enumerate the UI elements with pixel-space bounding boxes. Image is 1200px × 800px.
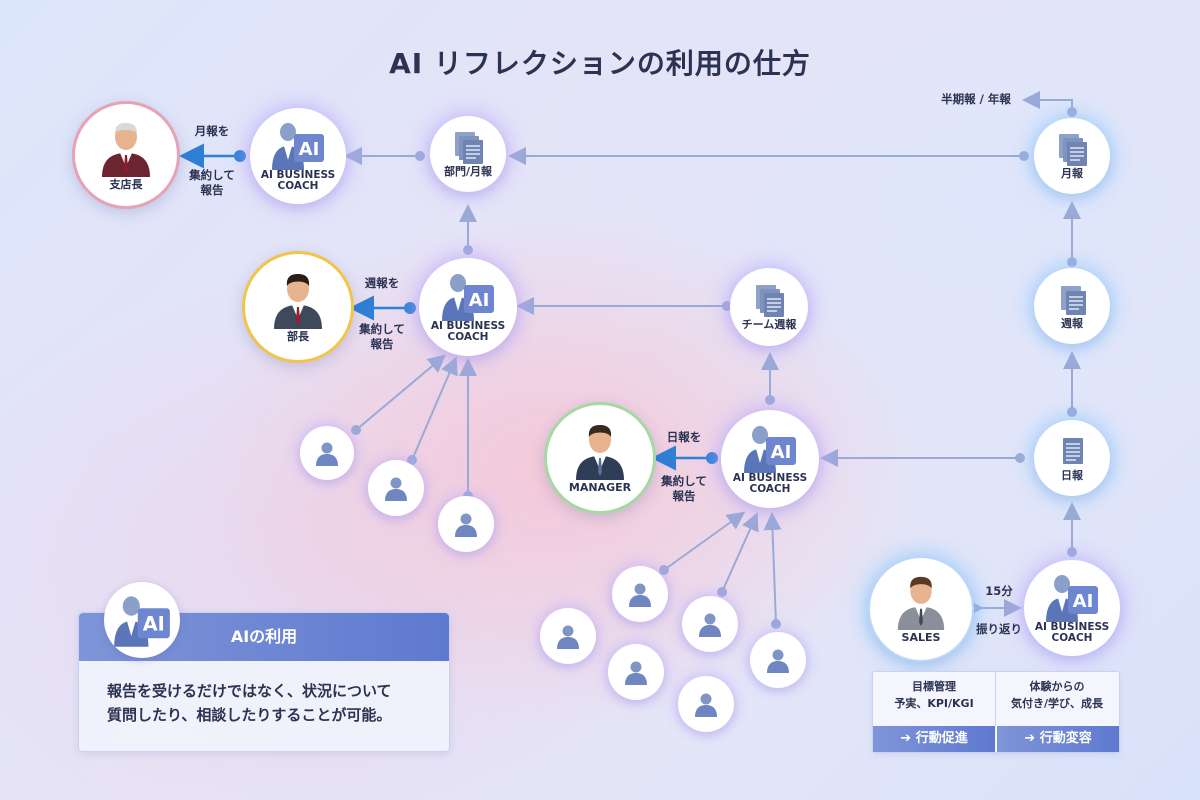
ai-usage-description: 報告を受けるだけではなく、状況について 質問したり、相談したりすることが可能。 [107,682,392,724]
behavior-change-label: ➔ 行動変容 [997,726,1119,752]
link-user-c-to-coach3 [721,512,759,593]
sales-outcome-box: 目標管理 予実、KPI/KGI 体験からの 気付き/学び、成長 ➔ 行動促進 ➔… [872,671,1120,753]
department-head-avatar-icon [274,274,322,329]
ai-badge-text: AI [143,613,165,636]
link-user-b-to-coach3 [663,511,746,571]
reflection-label: 振り返り [976,622,1022,636]
member-node [540,608,596,664]
ai-coach-icon: AI [442,274,494,321]
documents-stack-icon [756,285,784,317]
page-title: AI リフレクションの利用の仕方 [389,47,811,80]
member-node [750,632,806,688]
ai-coach-node-3: AI AI BUSINESS COACH [721,410,819,508]
monthly-aggregate-annotation: 月報を [194,124,230,138]
manager-node: MANAGER [544,402,656,514]
link-monthly-to-halfyear [1022,91,1073,112]
user-icon [767,649,789,673]
branch-manager-node: 支店長 [72,101,180,209]
user-icon [316,442,338,466]
weekly-aggregate-annotation: 週報を [364,276,400,290]
daily-label: 日報 [1061,469,1083,482]
document-icon [1063,438,1083,464]
ai-coach-label-line2: COACH [447,331,489,343]
branch-manager-avatar-icon [102,123,150,177]
user-icon [385,477,407,501]
daily-aggregate-annotation-2: 集約して 報告 [661,474,707,503]
action-promotion-label: ➔ 行動促進 [873,726,995,752]
link-user2-to-coach2 [411,356,458,461]
documents-stack-icon [455,132,483,164]
link-user-e-to-coach3 [763,512,782,625]
manager-label: MANAGER [568,481,632,494]
sales-label: SALES [901,631,941,644]
ai-coach-icon: AI [1046,575,1098,622]
weekly-label: 週報 [1061,317,1083,330]
ai-coach-icon: AI [744,426,796,473]
member-node [300,426,354,480]
ai-coach-label-line2: COACH [277,180,319,192]
ai-coach-label-line1: AI BUSINESS [260,169,336,181]
daily-doc-node: 日報 [1034,420,1110,496]
user-icon [455,513,477,537]
department-head-node: 部長 [242,251,354,363]
team-weekly-doc-node: チーム週報 [730,268,808,346]
daily-aggregate-annotation: 日報を [666,430,702,444]
ai-coach-icon: AI [272,123,324,170]
monthly-doc-node: 月報 [1034,118,1110,194]
sales-avatar-icon [897,576,945,630]
monthly-aggregate-annotation-2: 集約して 報告 [189,168,235,197]
user-icon [695,693,717,717]
ai-badge-text: AI [1073,591,1094,612]
member-node [438,496,494,552]
ai-coach-label-line2: COACH [749,483,791,495]
member-node [682,596,738,652]
ai-coach-icon: AI [114,596,170,647]
member-node [608,644,664,700]
monthly-label: 月報 [1061,167,1083,180]
member-node [612,566,668,622]
ai-badge-text: AI [469,290,490,311]
user-icon [557,625,579,649]
user-icon [629,583,651,607]
department-head-label: 部長 [287,330,309,343]
member-node [368,460,424,516]
ai-usage-coach-avatar: AI [104,582,180,658]
ai-coach-label-line2: COACH [1051,632,1093,644]
ai-coach-node-sales: AI AI BUSINESS COACH [1024,560,1120,656]
weekly-doc-node: 週報 [1034,268,1110,344]
weekly-aggregate-annotation-2: 集約して 報告 [359,322,405,351]
ai-coach-label-line1: AI BUSINESS [1034,621,1110,633]
user-icon [625,661,647,685]
dept-monthly-label: 部門/月報 [443,165,493,178]
documents-pair-icon [1061,286,1086,315]
experience-learning-cell: 体験からの 気付き/学び、成長 [1010,680,1104,710]
user-icon [699,613,721,637]
ai-coach-label-line1: AI BUSINESS [430,320,506,332]
goal-management-cell: 目標管理 予実、KPI/KGI [894,680,974,710]
manager-avatar-icon [576,425,624,480]
sales-box-divider [995,672,996,726]
team-weekly-label: チーム週報 [741,318,797,331]
ai-badge-text: AI [299,139,320,160]
ai-badge-text: AI [771,442,792,463]
documents-stack-icon [1059,134,1087,166]
dept-monthly-doc-node: 部門/月報 [430,116,506,192]
ai-coach-label-line1: AI BUSINESS [732,472,808,484]
ai-coach-node-2: AI AI BUSINESS COACH [419,258,517,356]
branch-manager-label: 支店長 [109,178,143,191]
member-node [678,676,734,732]
link-user1-to-coach2 [355,354,447,431]
reflection-time-label: 15分 [985,584,1013,598]
half-year-annual-label: 半期報 / 年報 [941,92,1011,106]
sales-node: SALES [868,556,974,662]
ai-coach-node-1: AI AI BUSINESS COACH [250,108,346,204]
